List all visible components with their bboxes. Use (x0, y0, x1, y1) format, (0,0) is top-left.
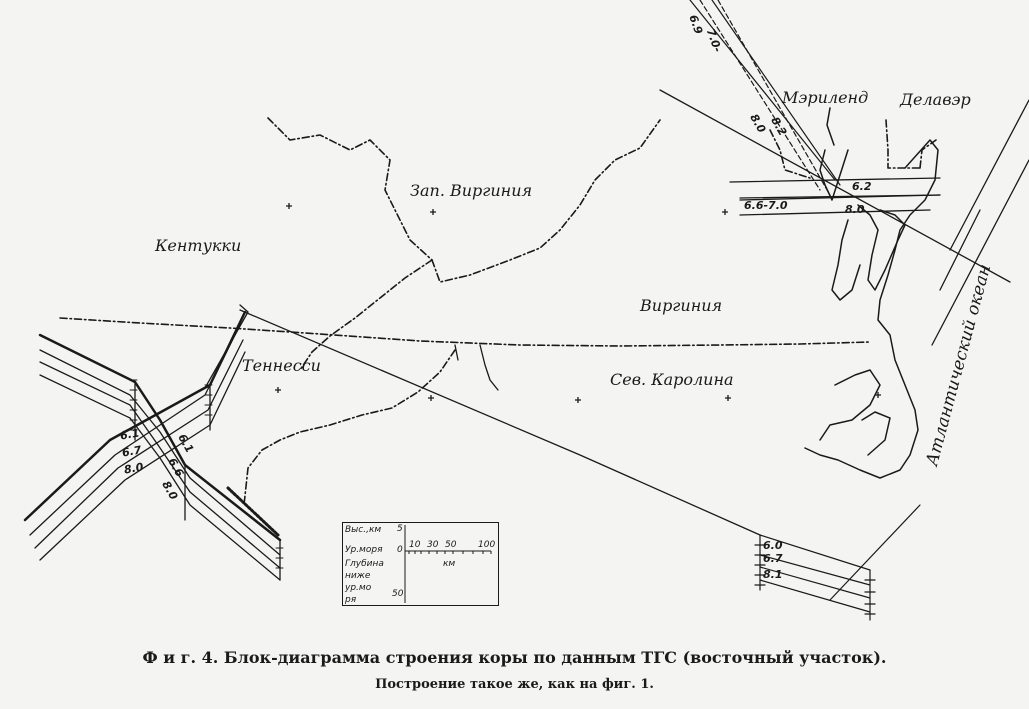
scale-tick-50: 50 (445, 540, 457, 550)
scale-tick-30: 30 (427, 540, 439, 550)
vel-ne-66-70: 6.6-7.0 (744, 199, 788, 212)
vel-ne-80: 8.0 (845, 203, 865, 216)
ne-section (689, 0, 841, 196)
scale-depth-1: Глубина (345, 559, 384, 569)
border-de (885, 119, 921, 169)
vel-ne-62: 6.2 (852, 180, 872, 193)
label-west-virginia: Зап. Виргиния (410, 181, 533, 200)
profile-se (239, 309, 761, 536)
label-maryland: Мэриленд (782, 88, 869, 107)
scale-depth-value: 50 (392, 589, 404, 599)
border-tn-va (59, 317, 871, 347)
west-ticks (129, 379, 284, 569)
scale-depth-4: ря (345, 595, 357, 605)
label-tennessee: Теннесси (242, 356, 321, 375)
figure-caption-subtitle: Построение такое же, как на фиг. 1. (375, 677, 654, 692)
scale-tick-10: 10 (409, 540, 421, 550)
se-block (754, 504, 921, 621)
vertical-axis-ne (931, 159, 1029, 346)
scale-depth-3: ур.мо (345, 583, 372, 593)
border-wv-va (431, 119, 661, 283)
vel-se-67: 6.7 (763, 552, 783, 565)
label-kentucky: Кентукки (155, 236, 242, 255)
figure-caption-title: Ф и г. 4. Блок-диаграмма строения коры п… (142, 648, 887, 667)
scale-sea-level: Ур.моря (345, 545, 383, 555)
border-ky-va (299, 259, 433, 371)
border-nc-tn (243, 349, 456, 506)
west-block (23, 304, 282, 581)
scale-legend: Выс.,км 5 Ур.моря 0 Глубина ниже ур.мо р… (342, 522, 499, 606)
profile-ne (659, 89, 1011, 283)
border-ky-wv (267, 117, 433, 261)
scale-zero: 0 (397, 545, 403, 555)
rivers (454, 344, 499, 391)
scale-height-value: 5 (397, 524, 403, 534)
profile-ne-5 (739, 194, 941, 201)
profile-ne-4 (739, 209, 931, 216)
scale-height-label: Выс.,км (345, 525, 382, 535)
state-borders (59, 117, 937, 506)
vel-se-60: 6.0 (763, 539, 783, 552)
scale-depth-2: ниже (345, 571, 371, 581)
coastline (804, 107, 939, 479)
label-virginia: Виргиния (640, 296, 723, 315)
label-north-carolina: Сев. Каролина (610, 370, 734, 389)
label-delaware: Делавэр (900, 90, 971, 109)
vel-se-81: 8.1 (763, 568, 783, 581)
scale-tick-100: 100 (478, 540, 496, 550)
profile-lines (239, 89, 1029, 536)
vertical-axis-ne-2 (949, 99, 1029, 251)
city-crosses (275, 203, 881, 403)
scale-unit: км (443, 559, 456, 569)
border-md (769, 129, 811, 179)
scale-lines (404, 525, 492, 603)
